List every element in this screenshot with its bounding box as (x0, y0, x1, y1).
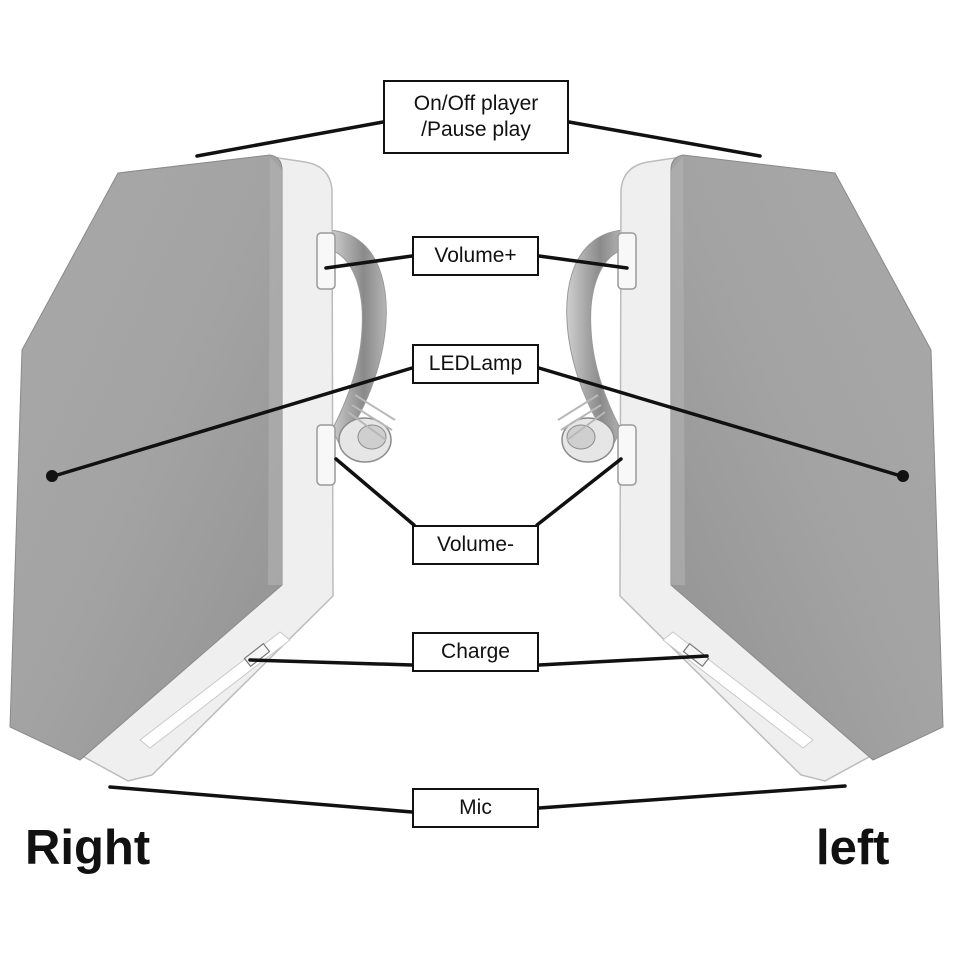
leader-lines (52, 120, 903, 814)
right-volume-minus-button (316, 424, 336, 486)
on-off-line1: On/Off player (413, 92, 539, 115)
led-lamp-label: LEDLamp (428, 352, 523, 375)
left-shell-face (670, 154, 944, 761)
leader-charge-left (537, 654, 709, 667)
charge-callout: Charge (412, 632, 539, 672)
leader-led-left (537, 366, 903, 478)
left-volume-plus-button (617, 232, 637, 290)
left-side-label: left (816, 821, 890, 875)
led-lamp-callout: LEDLamp (412, 344, 539, 384)
leader-volminus-left (535, 457, 623, 527)
mic-label: Mic (459, 796, 492, 819)
leader-onoff-left (567, 120, 762, 158)
leader-mic-left (537, 784, 847, 810)
on-off-line2: /Pause play (421, 118, 531, 141)
left-led-lamp (897, 470, 909, 482)
on-off-pause-callout: On/Off player /Pause play (383, 80, 569, 154)
leader-volminus-right (334, 457, 416, 527)
leader-volplus-right (324, 254, 414, 270)
leader-charge-right (248, 658, 414, 667)
leader-onoff-right (195, 120, 385, 158)
left-earbud (557, 154, 944, 782)
left-ear-tip (557, 394, 615, 463)
right-led-lamp (46, 470, 58, 482)
volume-plus-callout: Volume+ (412, 236, 539, 276)
leader-volplus-left (537, 254, 629, 270)
volume-minus-label: Volume- (436, 533, 515, 556)
mic-callout: Mic (412, 788, 539, 828)
right-ear-tip (338, 394, 396, 463)
leader-led-right (52, 366, 414, 478)
right-shell-face (9, 154, 283, 761)
charge-label: Charge (441, 640, 510, 663)
right-volume-plus-button (316, 232, 336, 290)
volume-minus-callout: Volume- (412, 525, 539, 565)
right-earbud (9, 154, 396, 782)
volume-plus-label: Volume+ (434, 244, 517, 267)
right-side-label: Right (25, 821, 151, 875)
leader-mic-right (108, 785, 414, 814)
left-volume-minus-button (617, 424, 637, 486)
